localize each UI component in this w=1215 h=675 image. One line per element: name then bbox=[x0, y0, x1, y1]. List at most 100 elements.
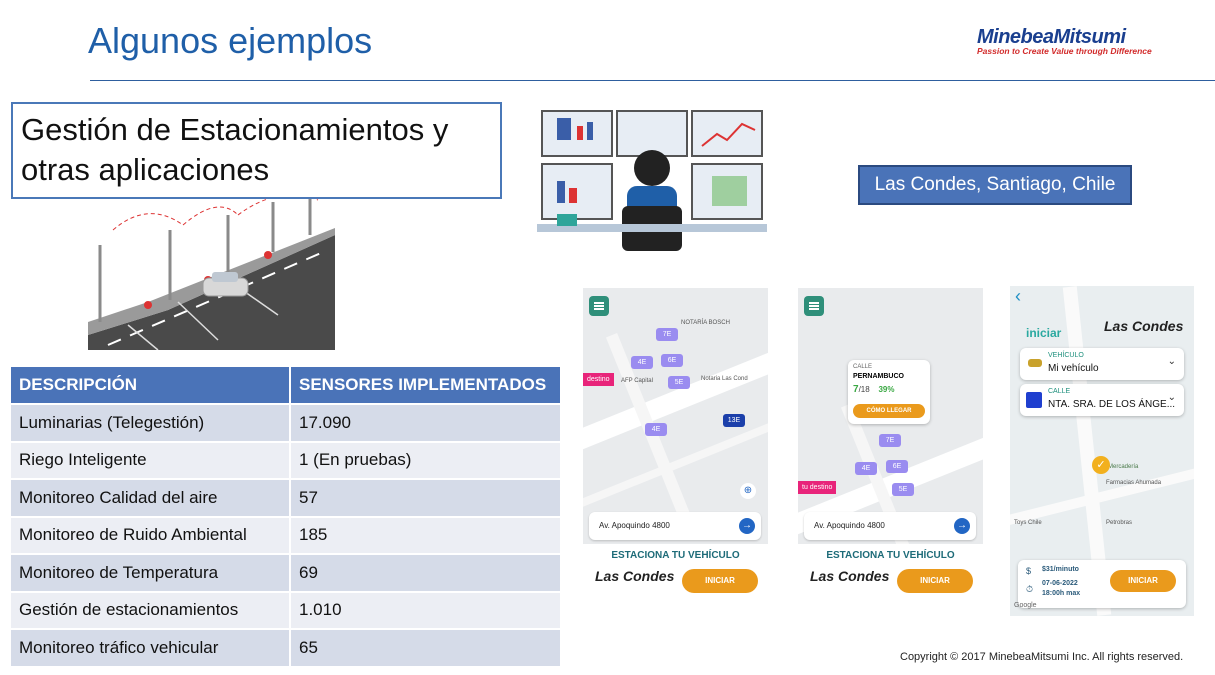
cell-description: Riego Inteligente bbox=[11, 440, 291, 479]
cell-description: Monitoreo de Temperatura bbox=[11, 553, 291, 592]
parking-sign-icon bbox=[1026, 392, 1042, 408]
map-label: AFP Capital bbox=[621, 378, 653, 384]
cell-sensors: 1.010 bbox=[290, 590, 562, 629]
date-text: 07-06-2022 bbox=[1042, 580, 1078, 587]
map-label: Mercadería bbox=[1108, 464, 1139, 470]
clock-icon: ⏱ bbox=[1026, 584, 1034, 594]
app-bottom-panel: ESTACIONA TU VEHÍCULO Las Condes INICIAR bbox=[798, 544, 983, 610]
vehicle-select[interactable]: VEHÍCULO Mi vehículo ⌄ bbox=[1020, 348, 1184, 380]
cell-sensors: 69 bbox=[290, 553, 562, 592]
occupancy-percent: 39% bbox=[878, 385, 895, 394]
chevron-down-icon: ⌄ bbox=[1167, 392, 1176, 403]
cell-description: Monitoreo tráfico vehicular bbox=[11, 628, 291, 666]
menu-icon[interactable] bbox=[804, 296, 824, 316]
arrow-right-icon[interactable]: → bbox=[739, 518, 755, 534]
las-condes-logo: Las Condes bbox=[810, 568, 890, 584]
iniciar-button[interactable]: INICIAR bbox=[1110, 570, 1176, 592]
street-label: CALLE bbox=[1048, 388, 1071, 395]
smart-street-illustration bbox=[88, 190, 335, 350]
checkmark-pin-icon[interactable]: ✓ bbox=[1092, 456, 1110, 474]
street-select[interactable]: CALLE NTA. SRA. DE LOS ÁNGE... ⌄ bbox=[1020, 384, 1184, 416]
cell-description: Luminarias (Telegestión) bbox=[11, 403, 291, 442]
app-screenshot-map-1: NOTARÍA BOSCH AFP Capital Notaria Las Co… bbox=[583, 288, 768, 610]
free-count: 7 bbox=[853, 384, 859, 395]
map-label: Farmacias Ahumada bbox=[1106, 480, 1162, 486]
cta-title: ESTACIONA TU VEHÍCULO bbox=[826, 550, 955, 561]
las-condes-logo: Las Condes bbox=[1104, 318, 1184, 334]
table-header-row: DESCRIPCIÓN SENSORES IMPLEMENTADOS bbox=[11, 367, 562, 404]
price-icon: $ bbox=[1026, 566, 1032, 576]
booking-panel: $ $31/minuto ⏱ 07-06-2022 18:00h max INI… bbox=[1018, 560, 1186, 608]
card-label: CALLE bbox=[853, 364, 873, 370]
destination-tag: destino bbox=[583, 373, 614, 386]
map-label: NOTARÍA BOSCH bbox=[681, 320, 730, 326]
parking-pin[interactable]: 5E bbox=[668, 376, 690, 389]
cell-description: Monitoreo Calidad del aire bbox=[11, 478, 291, 517]
cell-description: Monitoreo de Ruido Ambiental bbox=[11, 515, 291, 554]
address-search[interactable]: Av. Apoquindo 4800 → bbox=[589, 512, 761, 540]
app-bottom-panel: ESTACIONA TU VEHÍCULO Las Condes INICIAR bbox=[583, 544, 768, 610]
address-text: Av. Apoquindo 4800 bbox=[814, 521, 885, 530]
back-icon[interactable]: ‹ bbox=[1015, 286, 1021, 306]
street-info-card: CALLE PERNAMBUCO 7/18 39% CÓMO LLEGAR bbox=[848, 360, 930, 424]
iniciar-heading: iniciar bbox=[1026, 326, 1062, 340]
locate-icon[interactable]: ⊕ bbox=[740, 483, 756, 499]
parking-pin[interactable]: 6E bbox=[661, 354, 683, 367]
iniciar-button[interactable]: INICIAR bbox=[897, 569, 973, 593]
map-label: Notaria Las Cond bbox=[701, 376, 748, 382]
sensor-table: DESCRIPCIÓN SENSORES IMPLEMENTADOS Lumin… bbox=[11, 367, 562, 666]
parking-pin[interactable]: 4E bbox=[645, 423, 667, 436]
parking-pin[interactable]: 4E bbox=[631, 356, 653, 369]
brand-logo: MinebeaMitsumi bbox=[977, 26, 1126, 48]
parking-pin[interactable]: 4E bbox=[855, 462, 877, 475]
map-label: Toys Chile bbox=[1014, 520, 1042, 526]
address-search[interactable]: Av. Apoquindo 4800 → bbox=[804, 512, 976, 540]
app-screenshot-map-2: CALLE PERNAMBUCO 7/18 39% CÓMO LLEGAR tu… bbox=[798, 288, 983, 610]
cell-sensors: 1 (En pruebas) bbox=[290, 440, 562, 479]
arrow-right-icon[interactable]: → bbox=[954, 518, 970, 534]
brand-tagline: Passion to Create Value through Differen… bbox=[977, 46, 1152, 56]
las-condes-logo: Las Condes bbox=[595, 568, 675, 584]
cell-sensors: 185 bbox=[290, 515, 562, 554]
como-llegar-button[interactable]: CÓMO LLEGAR bbox=[853, 404, 925, 418]
parking-pin[interactable]: 7E bbox=[656, 328, 678, 341]
map-label: Petrobras bbox=[1106, 520, 1133, 526]
address-text: Av. Apoquindo 4800 bbox=[599, 521, 670, 530]
parking-pin[interactable]: 7E bbox=[879, 434, 901, 447]
price-text: $31/minuto bbox=[1042, 566, 1079, 573]
menu-icon[interactable] bbox=[589, 296, 609, 316]
time-text: 18:00h max bbox=[1042, 590, 1081, 597]
slide-title: Algunos ejemplos bbox=[88, 20, 373, 61]
cell-sensors: 57 bbox=[290, 478, 562, 517]
callout-box: Gestión de Estacionamientos y otras apli… bbox=[11, 102, 502, 199]
title-divider bbox=[90, 80, 1215, 81]
app-screenshot-booking: ‹ iniciar Las Condes VEHÍCULO Mi vehícul… bbox=[1010, 286, 1194, 616]
cell-sensors: 17.090 bbox=[290, 403, 562, 442]
card-street: PERNAMBUCO bbox=[853, 373, 904, 380]
copyright-notice: Copyright © 2017 MinebeaMitsumi Inc. All… bbox=[900, 651, 1184, 663]
location-label: Las Condes, Santiago, Chile bbox=[858, 165, 1132, 205]
cell-description: Gestión de estacionamientos bbox=[11, 590, 291, 629]
car-icon bbox=[1028, 359, 1042, 367]
column-header-sensors: SENSORES IMPLEMENTADOS bbox=[290, 367, 562, 404]
table-row: Luminarias (Telegestión)17.090 bbox=[11, 403, 562, 442]
vehicle-value: Mi vehículo bbox=[1048, 363, 1099, 374]
cell-sensors: 65 bbox=[290, 628, 562, 666]
column-header-description: DESCRIPCIÓN bbox=[11, 367, 291, 404]
parking-pin[interactable]: 13E bbox=[723, 414, 745, 427]
iniciar-button[interactable]: INICIAR bbox=[682, 569, 758, 593]
parking-pin[interactable]: 6E bbox=[886, 460, 908, 473]
parking-pin[interactable]: 5E bbox=[892, 483, 914, 496]
vehicle-label: VEHÍCULO bbox=[1048, 352, 1084, 359]
chevron-down-icon: ⌄ bbox=[1167, 356, 1176, 367]
street-value: NTA. SRA. DE LOS ÁNGE... bbox=[1048, 399, 1176, 410]
control-room-illustration bbox=[537, 110, 767, 251]
google-logo: Google bbox=[1014, 602, 1037, 609]
destination-tag: tu destino bbox=[798, 481, 837, 494]
